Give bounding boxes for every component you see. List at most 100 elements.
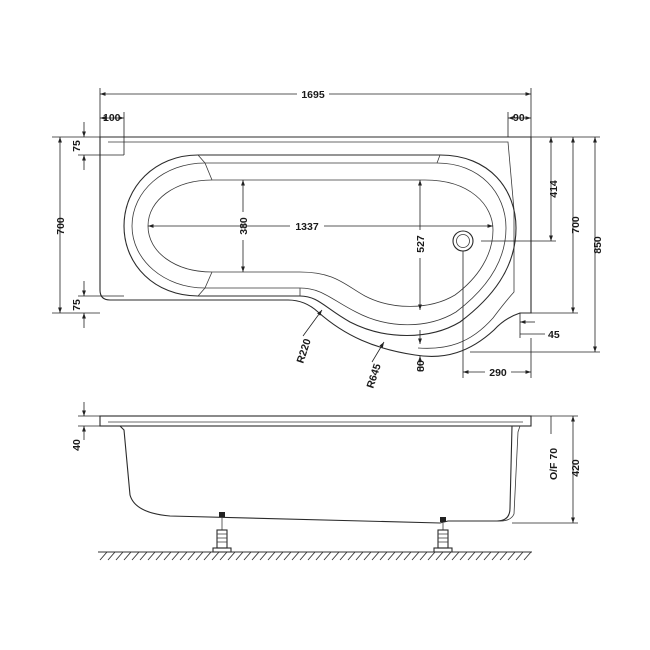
floor-hatch-line — [419, 551, 428, 561]
side-view: 40 O/F 70 420 — [71, 402, 582, 561]
label-radius-small: R220 — [295, 337, 314, 365]
floor-hatch-line — [347, 551, 356, 561]
waste-outlet-outer — [452, 230, 474, 252]
floor-hatch-line — [355, 551, 364, 561]
plan-view: 1695 100 90 700 75 75 — [52, 86, 604, 390]
dim-bulge-offset: 45 — [519, 313, 560, 341]
floor-hatch-line — [115, 551, 124, 561]
dim-right-rim: 90 — [507, 112, 531, 137]
label-top-rim: 75 — [71, 140, 83, 152]
label-overflow: O/F 70 — [548, 448, 560, 480]
floor-hatch-line — [139, 551, 148, 561]
floor-hatch-line — [339, 551, 348, 561]
plan-outer-bowl — [123, 154, 517, 336]
side-body-inner — [499, 425, 521, 522]
floor-hatch-line — [403, 551, 412, 561]
dim-height: O/F 70 420 — [512, 415, 582, 524]
floor-hatch-line — [243, 551, 252, 561]
floor-hatch-line — [507, 551, 516, 561]
label-bulge-width: 290 — [489, 367, 507, 379]
floor-hatch-line — [395, 551, 404, 561]
label-bowl-inner-depth: 527 — [415, 235, 427, 253]
floor-hatch-line — [379, 551, 388, 561]
dim-lip: 80 — [415, 330, 427, 372]
floor-hatch-line — [147, 551, 156, 561]
floor-hatch-line — [131, 551, 140, 561]
floor-hatch-line — [515, 551, 524, 561]
floor-hatch-line — [387, 551, 396, 561]
floor-hatch-line — [211, 551, 220, 561]
floor-hatch-line — [371, 551, 380, 561]
plan-bowl-ring — [131, 162, 507, 326]
floor-hatch-line — [451, 551, 460, 561]
floor-hatch-line — [275, 551, 284, 561]
floor-hatch-line — [459, 551, 468, 561]
plan-outer-rim — [99, 136, 532, 357]
floor-hatch-line — [195, 551, 204, 561]
floor-hatch-line — [435, 551, 444, 561]
floor-hatch-line — [219, 551, 228, 561]
label-overall-length: 1695 — [301, 89, 325, 101]
side-rim — [99, 415, 532, 427]
dim-rim-height: 40 — [71, 402, 100, 451]
floor-hatch-line — [235, 551, 244, 561]
floor-hatch-line — [283, 551, 292, 561]
floor-hatch-line — [227, 551, 236, 561]
label-lip: 80 — [415, 360, 427, 372]
floor-hatch-line — [443, 551, 452, 561]
floor-hatch-line — [163, 551, 172, 561]
dim-left-vertical: 700 75 75 — [52, 122, 124, 328]
label-bulge-offset: 45 — [548, 329, 560, 341]
label-inner-length: 1337 — [295, 221, 319, 233]
label-bowl-depth: 414 — [548, 180, 560, 198]
floor-hatch-line — [155, 551, 164, 561]
dim-bulge-width: 290 — [462, 251, 532, 379]
floor-hatch-line — [499, 551, 508, 561]
label-depth-max: 850 — [592, 236, 604, 254]
floor-hatch-line — [427, 551, 436, 561]
dim-overall-length: 1695 — [99, 86, 532, 137]
floor-hatch-line — [299, 551, 308, 561]
floor-hatch-line — [331, 551, 340, 561]
plan-bowl-floor — [147, 179, 494, 307]
dim-left-rim: 100 — [100, 112, 125, 155]
floor-hatch-line — [259, 551, 268, 561]
label-height: 420 — [570, 459, 582, 477]
floor-hatch-line — [323, 551, 332, 561]
plan-inner-rim-edge — [108, 141, 515, 349]
floor-hatch-line — [291, 551, 300, 561]
floor-hatch-line — [203, 551, 212, 561]
floor-hatch-line — [107, 551, 116, 561]
floor-hatch-line — [179, 551, 188, 561]
plan-panel-lines — [197, 154, 441, 297]
label-depth-left: 700 — [55, 217, 67, 235]
label-depth-right: 700 — [570, 216, 582, 234]
floor-hatch-line — [315, 551, 324, 561]
dim-bowl-inner-depth: 527 — [413, 180, 427, 310]
floor-hatch-line — [307, 551, 316, 561]
floor-hatch-line — [267, 551, 276, 561]
floor-hatch-line — [483, 551, 492, 561]
floor-line — [98, 551, 532, 561]
floor-hatch-line — [171, 551, 180, 561]
floor-hatch-line — [491, 551, 500, 561]
dim-radius-small: R220 — [295, 309, 323, 365]
floor-hatch-line — [99, 551, 108, 561]
floor-hatch-line — [523, 551, 532, 561]
floor-hatch-line — [187, 551, 196, 561]
label-bottom-rim: 75 — [71, 299, 83, 311]
floor-hatch-line — [411, 551, 420, 561]
dim-radius-large: R645 — [365, 341, 385, 390]
dim-right-vertical: 414 700 850 — [470, 136, 604, 353]
label-left-rim: 100 — [103, 112, 121, 124]
label-rim-height: 40 — [71, 439, 83, 451]
floor-hatch-line — [467, 551, 476, 561]
floor-hatch-line — [363, 551, 372, 561]
floor-hatch-line — [475, 551, 484, 561]
floor-hatch-line — [123, 551, 132, 561]
label-right-rim: 90 — [513, 112, 525, 124]
waste-outlet-inner — [456, 234, 470, 248]
dim-inner-length: 1337 — [148, 218, 493, 233]
label-radius-large: R645 — [365, 362, 384, 390]
